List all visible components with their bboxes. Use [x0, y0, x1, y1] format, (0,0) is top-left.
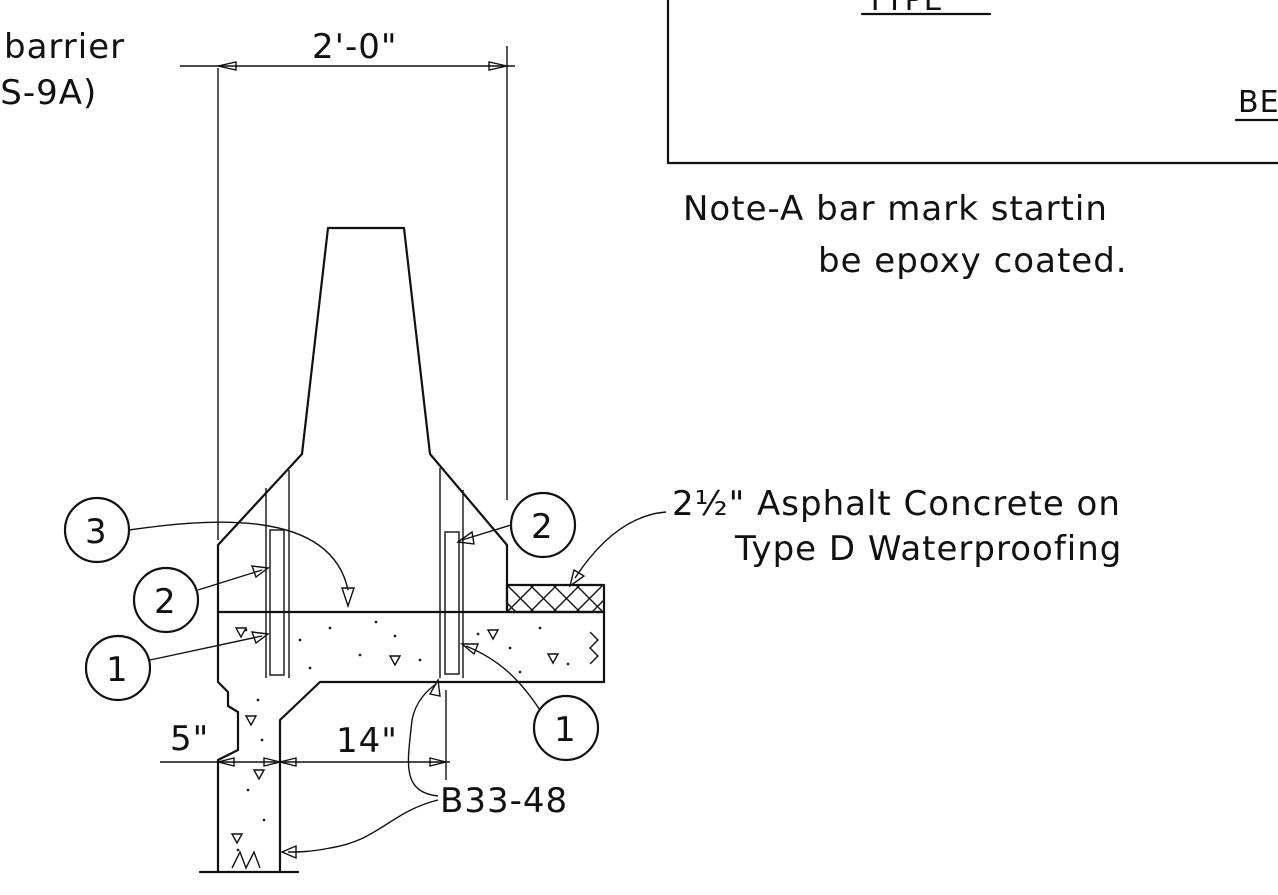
barrier-label: barrier (S-9A)	[0, 27, 125, 113]
deck-slab	[198, 610, 606, 874]
barrier-outline	[216, 226, 509, 678]
callout-3: 3	[63, 496, 355, 609]
callout-1-right-text: 1	[554, 710, 576, 750]
table-title: TYPE	[865, 0, 944, 18]
callout-2-right-text: 2	[531, 507, 553, 547]
width-dimension-text: 2'-0"	[312, 27, 398, 67]
note: Note-A bar mark startin be epoxy coated.	[683, 189, 1128, 281]
callout-1-right: 1	[460, 643, 600, 762]
asphalt-label-line-2: Type D Waterproofing	[734, 529, 1122, 569]
concrete-stipple	[230, 620, 570, 852]
bar-mark: B33-48	[280, 677, 568, 860]
asphalt-label: 2½" Asphalt Concrete on Type D Waterproo…	[568, 484, 1122, 588]
asphalt-label-line-1: 2½" Asphalt Concrete on	[672, 484, 1121, 524]
callout-1-left-text: 1	[106, 650, 128, 690]
callout-2-left: 2	[132, 565, 270, 634]
callout-3-text: 3	[85, 512, 107, 552]
bar-mark-text: B33-48	[440, 781, 568, 821]
width-dimension: 2'-0"	[180, 27, 515, 540]
barrier-label-text: barrier	[4, 27, 125, 67]
callout-2-left-text: 2	[154, 582, 176, 622]
note-line-1: Note-A bar mark startin	[683, 189, 1108, 229]
barrier-ref-text: (S-9A)	[0, 73, 97, 113]
table-corner-text: BE	[1238, 85, 1278, 120]
note-line-2: be epoxy coated.	[818, 241, 1128, 281]
dimension-14in: 14"	[336, 721, 398, 761]
dimension-5in: 5"	[170, 719, 209, 759]
asphalt-overlay	[505, 583, 606, 614]
bottom-dimensions: 5" 14"	[160, 690, 450, 780]
callout-2-right: 2	[456, 491, 577, 559]
table-box: TYPE BE	[666, 0, 1278, 165]
callout-1-left: 1	[84, 631, 270, 702]
